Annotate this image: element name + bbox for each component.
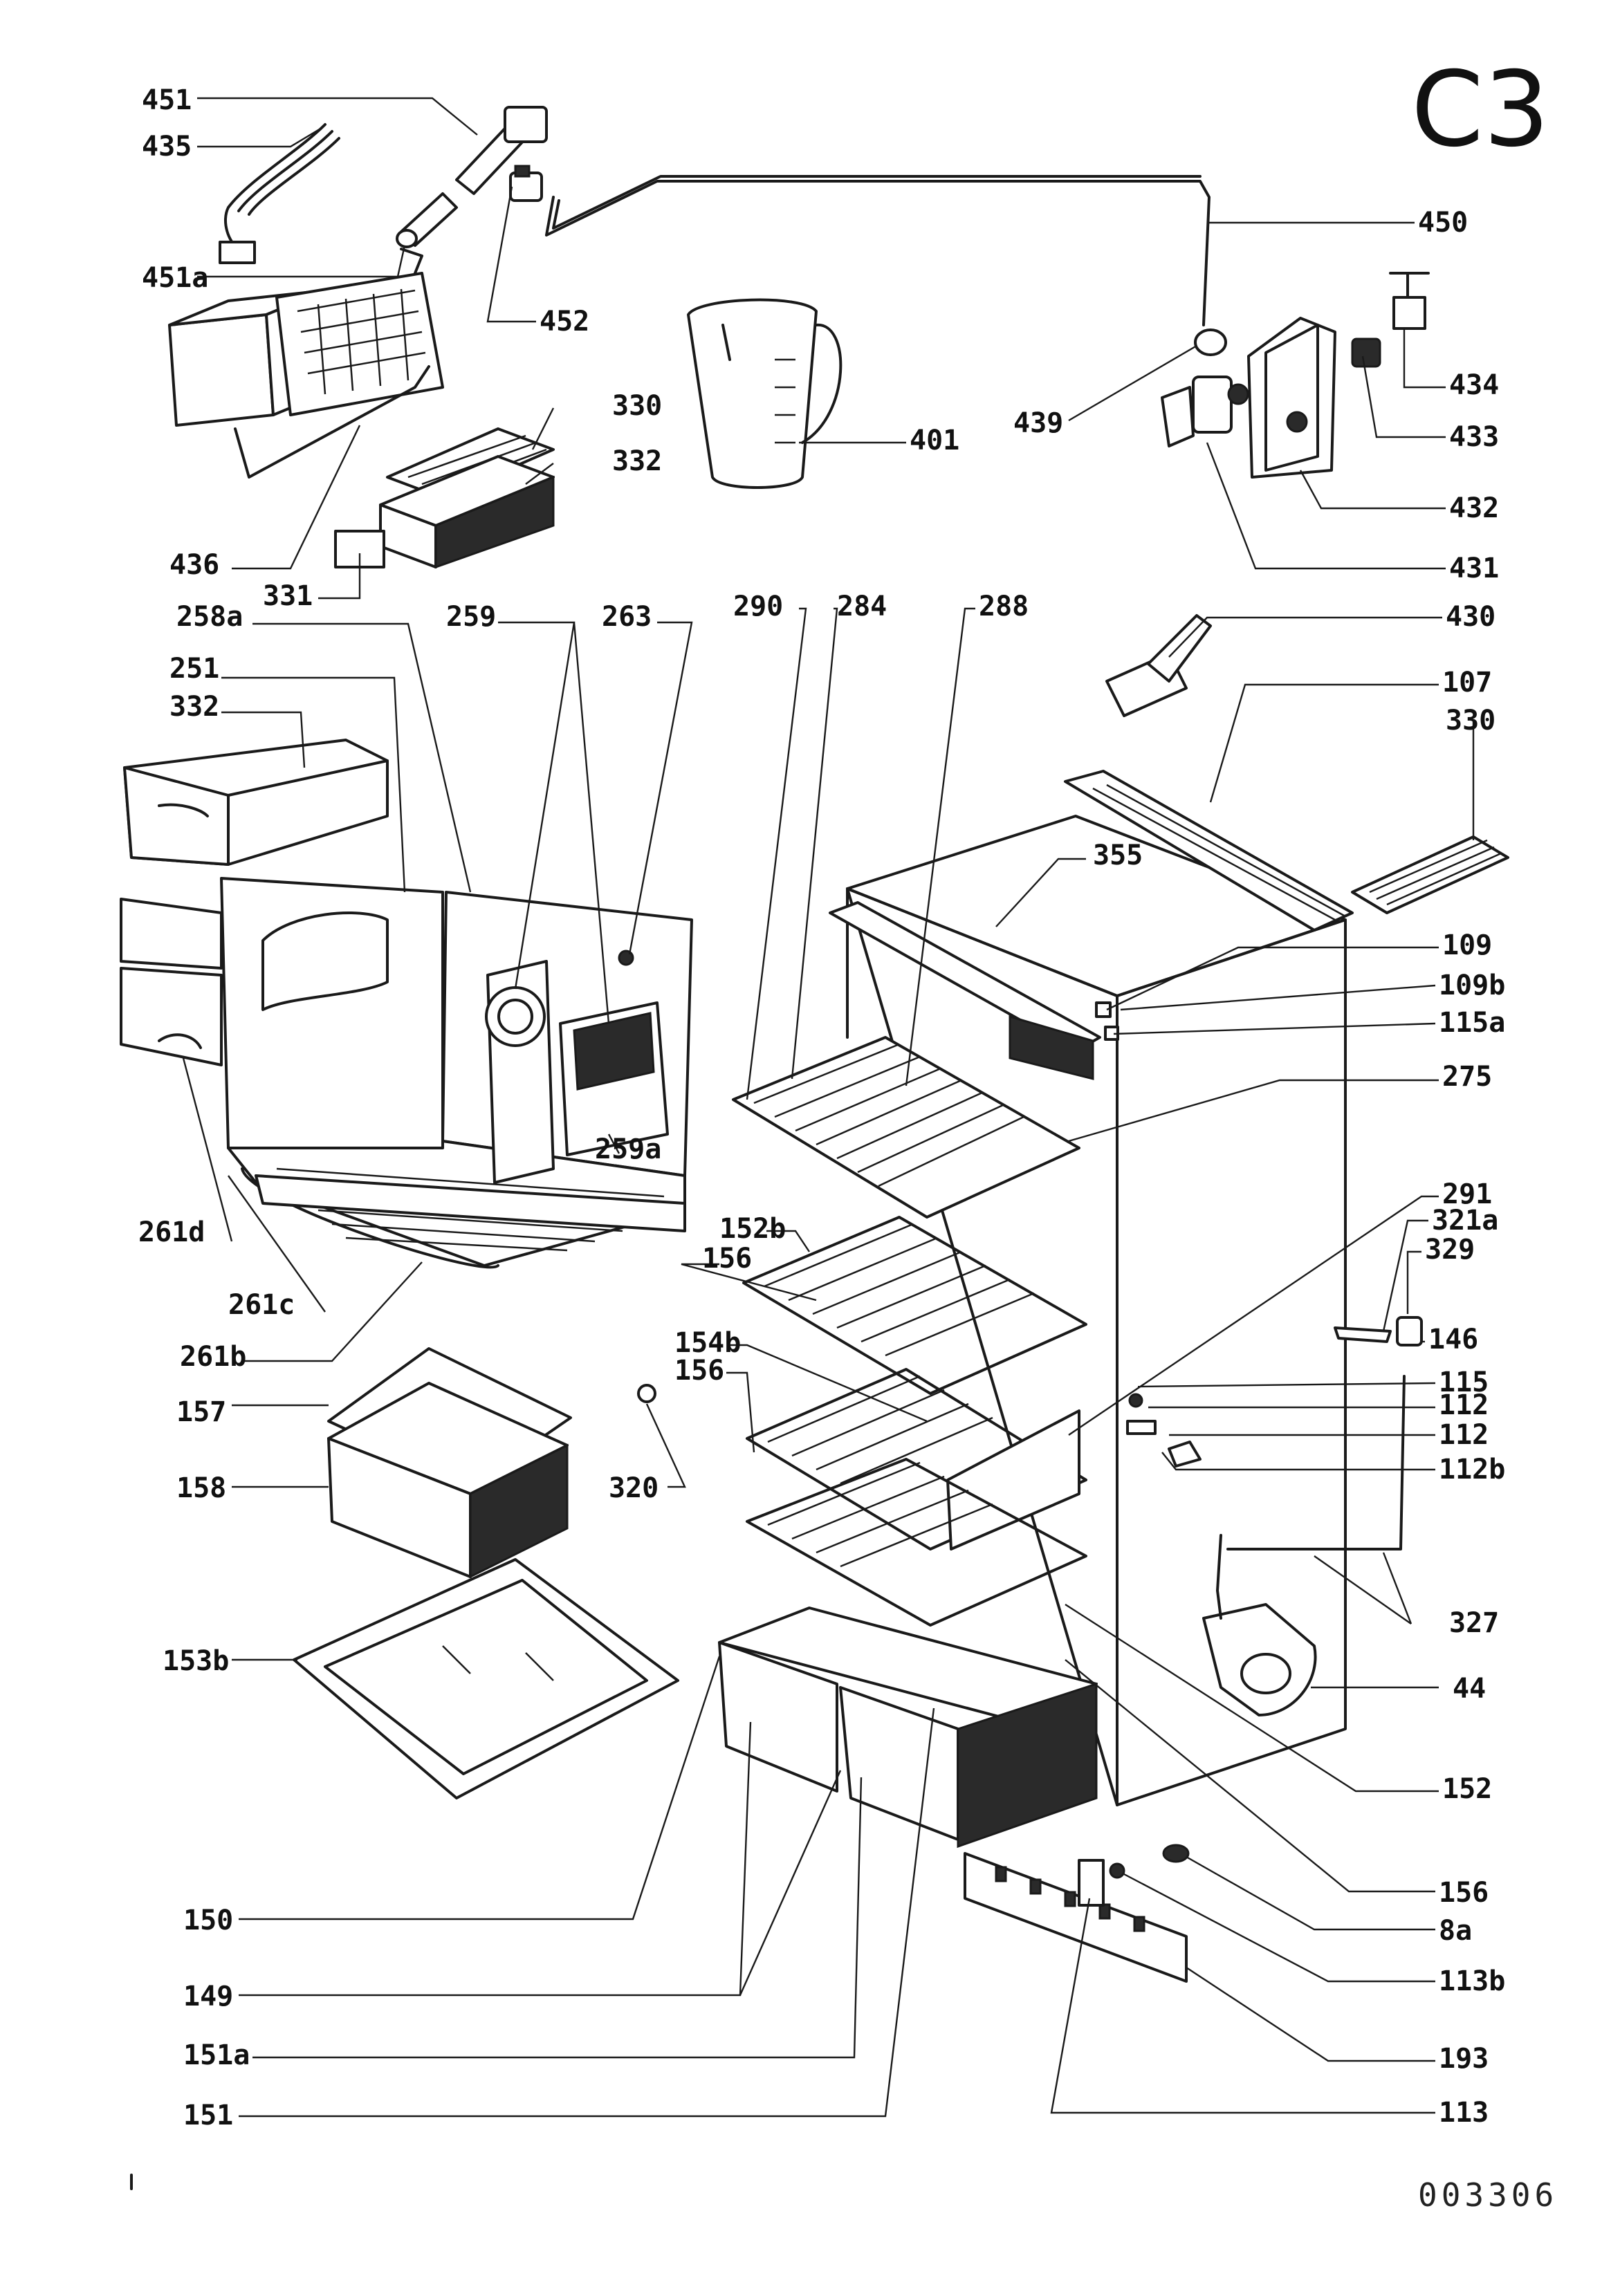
ice-tray-and-bin: [334, 427, 555, 569]
label-259: 259: [446, 601, 496, 633]
label-152: 152: [1442, 1773, 1492, 1805]
glass-shelf: [293, 1558, 679, 1799]
water-valve-assembly: [1161, 272, 1430, 479]
label-451a: 451a: [142, 262, 208, 294]
label-251: 251: [169, 653, 219, 685]
label-401: 401: [910, 425, 959, 456]
label-261c: 261c: [228, 1289, 295, 1321]
label-434: 434: [1449, 369, 1499, 401]
label-330-top: 330: [612, 390, 662, 422]
label-153b: 153b: [163, 1645, 229, 1677]
label-146: 146: [1428, 1324, 1478, 1355]
wire-harness: [219, 123, 340, 264]
label-320: 320: [609, 1472, 659, 1504]
label-321a: 321a: [1432, 1205, 1498, 1237]
label-113b: 113b: [1439, 1965, 1505, 1997]
label-431: 431: [1449, 553, 1499, 584]
label-430: 430: [1446, 601, 1495, 633]
measuring-jug: [687, 298, 843, 489]
label-107: 107: [1442, 667, 1492, 698]
label-275: 275: [1442, 1061, 1492, 1093]
label-112: 112: [1439, 1389, 1489, 1421]
fan-housing: [485, 960, 669, 1184]
label-263: 263: [602, 601, 652, 633]
label-115a: 115a: [1439, 1007, 1505, 1039]
wire-shelf-lower: [746, 1458, 1087, 1627]
ice-maker-assembly: [168, 248, 444, 479]
label-259a: 259a: [595, 1133, 661, 1165]
label-435: 435: [142, 131, 192, 163]
label-329: 329: [1425, 1234, 1475, 1266]
freezer-door-bin: [123, 739, 389, 866]
kick-plate: [964, 1844, 1190, 1983]
label-151a: 151a: [183, 2039, 250, 2071]
wire-shelf-upper: [742, 1216, 1087, 1395]
fill-tube: [396, 106, 548, 248]
drawing-number: 003306: [1418, 2176, 1558, 2214]
label-113: 113: [1439, 2097, 1489, 2129]
label-258a: 258a: [176, 601, 243, 633]
label-331: 331: [263, 580, 313, 612]
label-156-lower: 156: [1439, 1877, 1489, 1909]
label-432: 432: [1449, 492, 1499, 524]
crisper-box: [327, 1382, 569, 1579]
label-112-second: 112: [1439, 1419, 1489, 1451]
sheet-code: C3: [1411, 50, 1549, 170]
label-112b: 112b: [1439, 1454, 1505, 1485]
water-supply-line: [545, 175, 1211, 326]
water-tank: [1202, 1375, 1406, 1716]
small-hardware: [618, 950, 1423, 1468]
freezer-door-panel: [120, 898, 686, 1232]
label-261b: 261b: [180, 1341, 246, 1373]
label-157: 157: [176, 1396, 226, 1428]
label-261d: 261d: [138, 1216, 205, 1248]
label-288: 288: [979, 591, 1029, 622]
label-44: 44: [1453, 1673, 1486, 1705]
label-439: 439: [1013, 407, 1063, 439]
wire-shelf-middle: [746, 1368, 1087, 1550]
label-156-upper: 156: [702, 1243, 752, 1275]
label-156-middle: 156: [674, 1355, 724, 1387]
label-355: 355: [1093, 840, 1143, 871]
part-labels: 451 435 451a 452 450 330 332 401 439 434…: [138, 84, 1505, 2131]
label-290: 290: [733, 591, 783, 622]
label-450: 450: [1418, 207, 1468, 239]
label-327: 327: [1449, 1607, 1499, 1639]
vegetable-drawers: [718, 1607, 1098, 1849]
label-149: 149: [183, 1981, 233, 2012]
leader-lines: [182, 97, 1475, 2118]
label-332-bin: 332: [169, 691, 219, 723]
label-109b: 109b: [1439, 970, 1505, 1001]
freezer-shelf: [732, 1036, 1080, 1219]
label-433: 433: [1449, 421, 1499, 453]
label-150: 150: [183, 1905, 233, 1936]
tube-clip: [509, 165, 543, 202]
ice-scraper: [1105, 614, 1212, 717]
label-151: 151: [183, 2100, 233, 2131]
label-332-top: 332: [612, 445, 662, 477]
label-193: 193: [1439, 2043, 1489, 2075]
label-451: 451: [142, 84, 192, 116]
label-152b: 152b: [719, 1213, 786, 1245]
evaporator-plate: [829, 901, 1101, 1080]
label-452: 452: [540, 306, 589, 337]
label-291: 291: [1442, 1178, 1492, 1210]
label-109: 109: [1442, 929, 1492, 961]
label-436: 436: [169, 549, 219, 581]
label-115: 115: [1439, 1367, 1489, 1398]
label-154b: 154b: [674, 1327, 741, 1359]
top-vent-grille: [1064, 770, 1354, 932]
label-158: 158: [176, 1472, 226, 1504]
ice-tray: [1351, 835, 1509, 914]
label-8a: 8a: [1439, 1915, 1472, 1947]
label-284: 284: [837, 591, 887, 622]
label-330-tray: 330: [1446, 705, 1495, 737]
